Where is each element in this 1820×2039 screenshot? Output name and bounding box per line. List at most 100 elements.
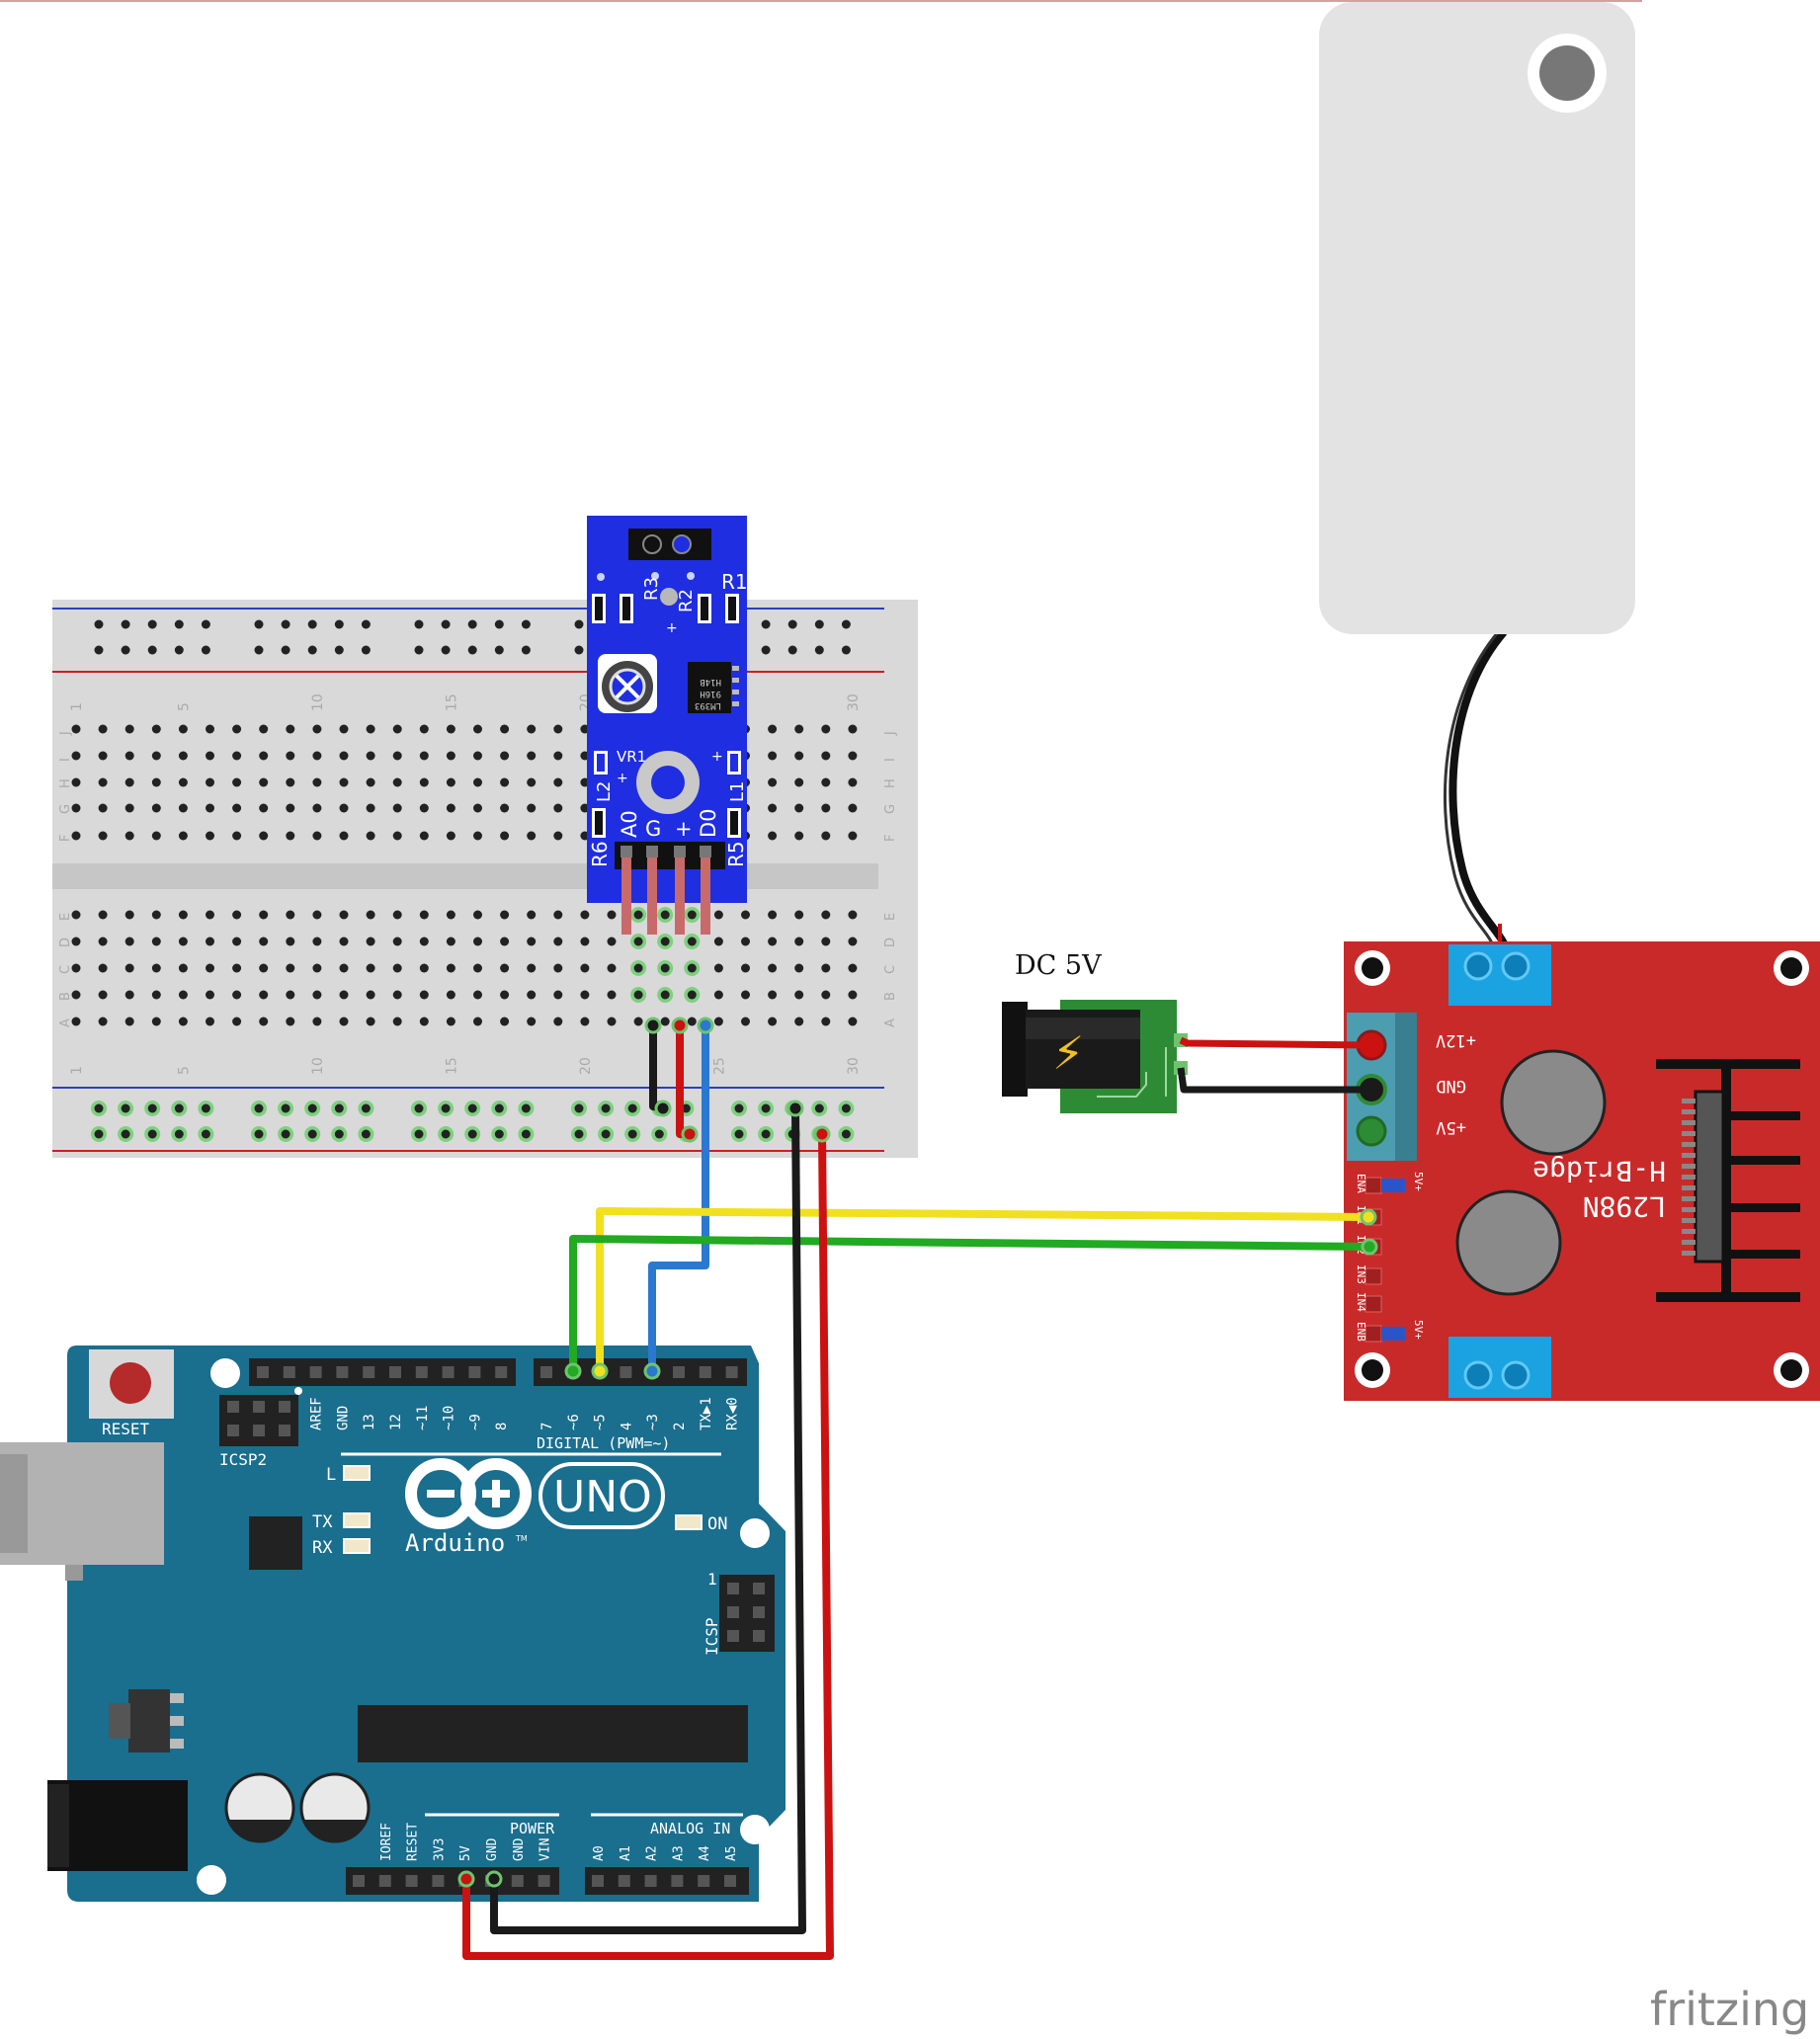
rail-hole (521, 1129, 531, 1139)
analog-pin-label: A2 (645, 1845, 660, 1861)
bb-hole (98, 937, 108, 946)
bb-hole (286, 1017, 295, 1026)
digital-pin-label: 13 (362, 1414, 377, 1430)
rail-hole (334, 1129, 344, 1139)
bb-hole (794, 803, 804, 813)
bb-hole (768, 963, 778, 973)
bb-hole (633, 963, 643, 973)
bb-hole (527, 803, 537, 813)
bb-hole (768, 990, 778, 1000)
breadboard: JJIIHHGGFFEEDDCCBBAA11551010151520202525… (52, 600, 918, 1158)
bb-hole (687, 963, 697, 973)
bb-hole (446, 963, 455, 973)
icsp2-pin (253, 1401, 265, 1413)
power-header (346, 1867, 559, 1895)
bb-hole (259, 751, 269, 761)
power-pin-label: 5V (458, 1845, 473, 1861)
header-pin (378, 1875, 391, 1887)
wires (457, 1017, 1378, 1960)
icsp2-pin (253, 1425, 265, 1436)
bb-hole (687, 1017, 697, 1026)
bb-hole (768, 831, 778, 841)
digital-pin-label: 2 (672, 1423, 688, 1430)
rail-hole (414, 619, 424, 629)
wire-endpoint (654, 1100, 672, 1117)
bb-hole (178, 803, 188, 813)
header-pin (363, 1366, 375, 1378)
rail-hole (307, 1103, 317, 1113)
bb-hole (580, 910, 590, 920)
bb-hole (419, 1017, 429, 1026)
bb-hole (312, 990, 322, 1000)
bb-hole (366, 1017, 375, 1026)
bb-hole (848, 910, 858, 920)
rail-hole (734, 1129, 744, 1139)
label-r6: R6 (588, 841, 612, 867)
header-pin (495, 1366, 508, 1378)
arduino-hole-2 (740, 1518, 770, 1548)
rail-hole (361, 1129, 371, 1139)
rail-hole (201, 1103, 210, 1113)
hbridge-hole-tr-in (1780, 957, 1802, 979)
bb-hole (500, 1017, 510, 1026)
l298-pin (1682, 1099, 1696, 1103)
wire-endpoint (457, 1870, 475, 1888)
aref-dot (294, 1387, 302, 1395)
rail-hole (761, 1129, 771, 1139)
bb-hole (206, 831, 214, 841)
rail-hole (414, 1103, 424, 1113)
bb-hole (206, 1017, 214, 1026)
bb-hole (419, 803, 429, 813)
digital-pin-label: ~6 (566, 1414, 582, 1430)
motor-terminal-b-screw-2 (1501, 1360, 1530, 1390)
bb-hole (607, 990, 617, 1000)
bb-hole (259, 1017, 269, 1026)
digital-pin-label: 12 (388, 1414, 404, 1430)
bb-hole (821, 1017, 831, 1026)
header-pin (511, 1875, 524, 1887)
wire-endpoint (786, 1100, 804, 1117)
rail-hole (494, 1103, 504, 1113)
bb-hole (446, 803, 455, 813)
analog-pin-label: A3 (671, 1845, 686, 1861)
hbridge-pin-label: ENA (1355, 1174, 1367, 1193)
bb-hole (178, 777, 188, 787)
bb-hole (768, 777, 778, 787)
bb-hole (151, 803, 161, 813)
header-pin (432, 1875, 445, 1887)
hbridge-jumper (1381, 1327, 1405, 1341)
bb-hole (527, 963, 537, 973)
bb-hole (821, 803, 831, 813)
bb-hole (580, 990, 590, 1000)
bb-hole (768, 1017, 778, 1026)
bb-hole (366, 803, 375, 813)
label-r3: R3 (641, 577, 662, 601)
bb-hole (794, 1017, 804, 1026)
label-5v: +5V (1436, 1117, 1466, 1137)
bb-hole (794, 910, 804, 920)
wire-green-in2 (569, 1235, 1370, 1371)
header-pin (389, 1366, 401, 1378)
bb-hole (473, 803, 482, 813)
bb-hole (848, 1017, 858, 1026)
bb-hole (232, 1017, 242, 1026)
bb-hole (286, 990, 295, 1000)
rail-hole (467, 645, 477, 655)
sensor-header-pin (620, 846, 632, 857)
resistor-r6-body (595, 811, 603, 835)
hbridge-hole-bl-in (1362, 1359, 1383, 1381)
rail-hole (787, 619, 797, 629)
bb-hole (206, 963, 214, 973)
bb-hole (607, 910, 617, 920)
bb-hole (339, 910, 349, 920)
bb-hole (446, 751, 455, 761)
on-label: ON (707, 1514, 727, 1534)
bb-hole (392, 937, 402, 946)
capacitor-1 (1500, 1049, 1607, 1156)
led-l1-body (730, 754, 738, 772)
bb-hole (366, 831, 375, 841)
rail-hole (467, 1103, 477, 1113)
bb-hole (553, 1017, 563, 1026)
bb-hole (178, 937, 188, 946)
